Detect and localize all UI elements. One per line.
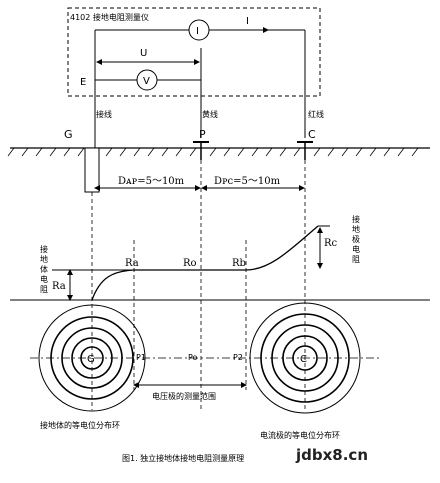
ra-big-label: Ra [52,281,66,292]
instrument-title: 4102 接地电阻测量仪 [70,12,149,22]
rc-label: Rc [324,238,338,249]
e-terminal-label: E [80,77,86,88]
g-electrode-body [84,147,100,193]
c-wire-label: 红线 [308,109,324,119]
ro-point-label: Ro [183,258,197,269]
ammeter-label: I [196,26,199,37]
c-ring-center-label: C [300,354,307,365]
voltmeter-label: V [143,76,150,87]
distance-pc-label: Dᴘᴄ=5～10m [214,176,281,187]
p-electrode-label: P [199,128,206,141]
rb-point-label: Rb [232,258,246,269]
left-axis-label: 接 地 体 电 阻 [40,244,48,294]
svg-text:阻: 阻 [352,255,360,264]
ammeter-icon [188,19,210,41]
c-electrode-label: C [308,128,316,141]
ra-point-label: Ra [125,258,139,269]
svg-text:接: 接 [40,244,48,254]
svg-text:地: 地 [352,224,360,234]
guide-lines [91,160,306,410]
svg-text:极: 极 [352,234,360,244]
ground-hatching [7,147,419,157]
po-label: Po [188,353,198,362]
current-label: I [246,16,249,27]
g-wire-label: 接线 [96,109,112,119]
svg-text:电: 电 [352,244,360,254]
g-ring-caption: 接地体的等电位分布环 [40,420,120,430]
svg-text:阻: 阻 [40,285,48,294]
svg-text:地: 地 [40,254,48,264]
g-ring-center-label: G [87,354,95,365]
g-electrode-label: G [64,128,73,141]
svg-text:电: 电 [40,274,48,284]
right-axis-label: 接 地 极 电 阻 [352,214,360,264]
watermark: jdbx8.cn [295,446,368,464]
resistance-curve [91,225,319,301]
c-ring-caption: 电流极的等电位分布环 [260,430,340,440]
p1-label: P1 [136,353,146,362]
svg-text:体: 体 [40,264,48,274]
distance-gp-label: Dᴀᴘ=5～10m [118,176,185,187]
p2-label: P2 [233,353,243,362]
svg-text:接: 接 [352,214,360,224]
figure-caption: 图1. 独立接地体接地电阻测量原理 [122,453,244,463]
p-wire-label: 黄线 [202,109,218,119]
voltage-label: U [140,48,147,59]
voltage-range-label: 电压极的测量范围 [152,391,216,401]
instrument-box [67,7,321,97]
